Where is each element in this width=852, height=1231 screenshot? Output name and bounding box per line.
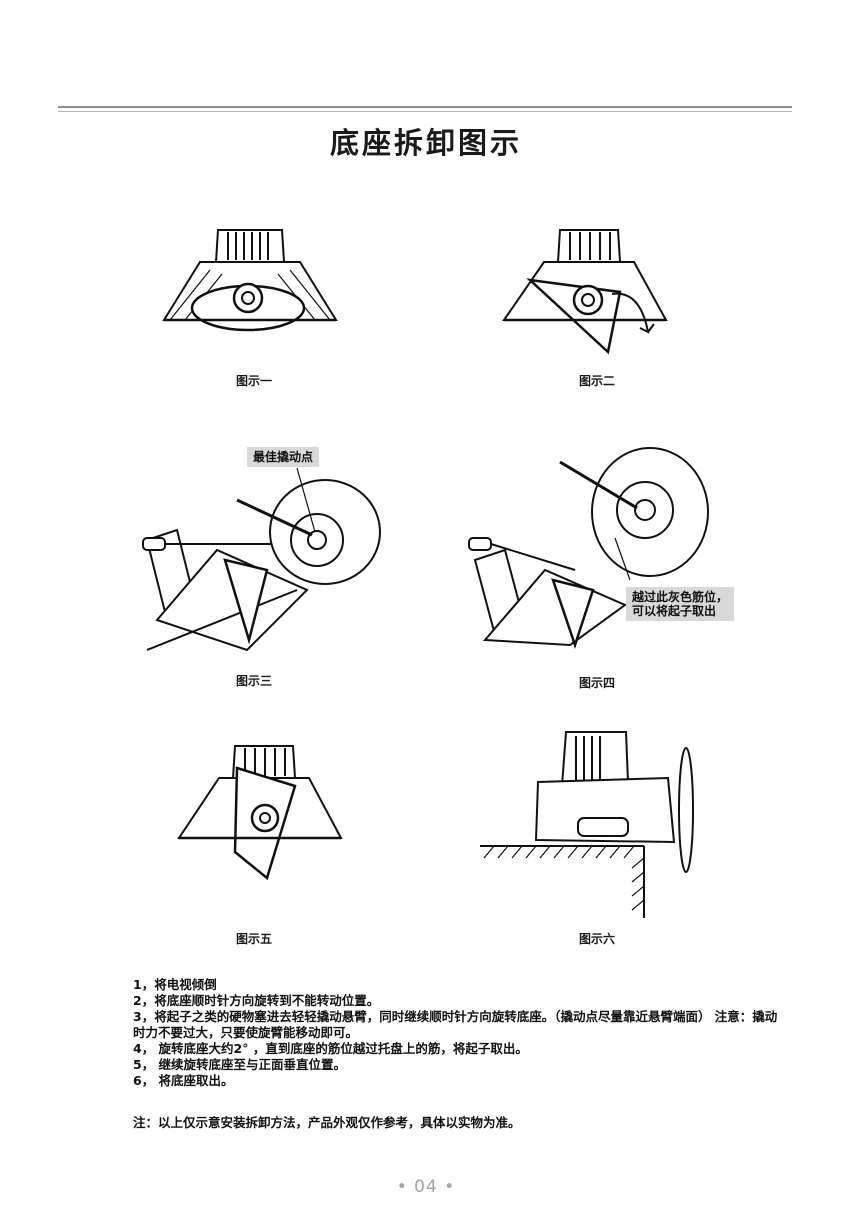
step-2: 2，将底座顺时针方向旋转到不能转动位置。 [133, 993, 380, 1008]
disclaimer-note: 注：以上仅示意安装拆卸方法，产品外观仅作参考，具体以实物为准。 [133, 1115, 521, 1130]
step-3: 3，将起子之类的硬物塞进去轻轻撬动悬臂，同时继续顺时针方向旋转底座。（撬动点尽量… [133, 1009, 778, 1040]
step-6: 6， 将底座取出。 [133, 1073, 234, 1088]
figure-6-illustration [478, 722, 708, 922]
figure-4-illustration [465, 440, 715, 650]
header-rule-bottom [58, 111, 792, 112]
figure-6-caption: 图示六 [579, 932, 616, 946]
figure-2-caption: 图示二 [579, 374, 616, 388]
figure-5-illustration [175, 742, 345, 882]
instruction-steps: 1，将电视倾倒 2，将底座顺时针方向旋转到不能转动位置。 3，将起子之类的硬物塞… [133, 977, 783, 1089]
figure-3-callout: 最佳撬动点 [247, 447, 320, 467]
figure-4-callout: 越过此灰色筋位， 可以将起子取出 [626, 587, 735, 621]
header-rule-top [58, 106, 792, 108]
figure-4-caption: 图示四 [579, 676, 616, 690]
figure-1-illustration [160, 222, 340, 337]
page-title: 底座拆卸图示 [329, 126, 522, 160]
step-5: 5， 继续旋转底座至与正面垂直位置。 [133, 1057, 347, 1072]
figure-4-callout-line-2: 可以将起子取出 [632, 604, 717, 618]
figure-3-illustration [137, 440, 387, 660]
step-1: 1，将电视倾倒 [133, 977, 217, 992]
page-number: • 04 • [396, 1177, 456, 1197]
figure-3-caption: 图示三 [236, 674, 273, 688]
figure-1-caption: 图示一 [236, 374, 273, 388]
figure-5-caption: 图示五 [236, 932, 273, 946]
figure-4-callout-line-1: 越过此灰色筋位， [632, 590, 729, 604]
figure-2-illustration [500, 222, 670, 357]
step-4: 4， 旋转底座大约2° ，直到底座的筋位越过托盘上的筋，将起子取出。 [133, 1041, 528, 1056]
